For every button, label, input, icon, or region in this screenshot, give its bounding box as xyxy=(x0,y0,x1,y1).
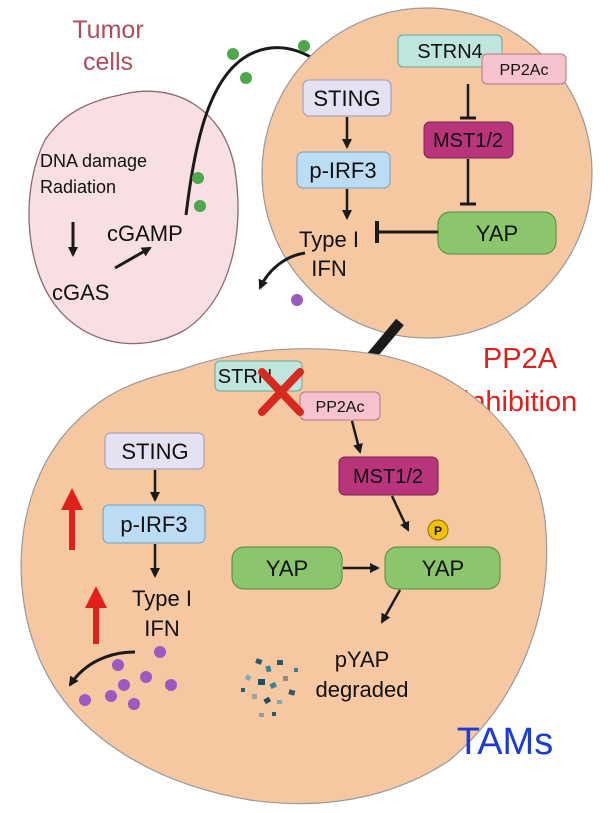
pirf3-label-bottom: p-IRF3 xyxy=(120,512,187,537)
cgamp-dot xyxy=(194,200,206,212)
strn4-label-top: STRN4 xyxy=(417,41,483,63)
yap-label-left: YAP xyxy=(266,556,308,581)
ifn-label-top-line1: Type I xyxy=(299,227,359,252)
ifn-dot xyxy=(112,659,124,671)
sting-box-top xyxy=(302,79,392,117)
ifn-dot xyxy=(79,694,91,706)
ifn-dot xyxy=(291,294,303,306)
yap-label-right: YAP xyxy=(422,556,464,581)
pyap-label-line1: pYAP xyxy=(335,647,390,672)
cgamp-dot xyxy=(227,48,239,60)
phosphate-badge-label: P xyxy=(434,524,442,538)
tumor-title-line1: Tumor xyxy=(72,16,143,44)
strn-box-bottom xyxy=(214,360,303,392)
cgamp-dot xyxy=(240,72,252,84)
pirf3-box-bottom xyxy=(102,504,206,544)
cgamp-label: cGAMP xyxy=(107,221,183,246)
mst-label-bottom: MST1/2 xyxy=(353,466,423,488)
ifn-dot xyxy=(105,690,117,702)
cgamp-export-arrow xyxy=(184,46,330,216)
pp2ac-box-top xyxy=(481,53,567,85)
cgamp-dot xyxy=(192,172,204,184)
yap-label-top: YAP xyxy=(476,221,518,246)
ifn-dot xyxy=(165,679,177,691)
upregulation-arrowhead-pirf3 xyxy=(61,488,83,510)
ifn-dot xyxy=(154,646,166,658)
ifn-dot xyxy=(118,679,130,691)
pp2ac-label-top: PP2Ac xyxy=(500,62,549,79)
sting-box-bottom xyxy=(104,432,205,470)
mst-label-top: MST1/2 xyxy=(433,130,503,152)
radiation-label: Radiation xyxy=(40,177,116,197)
mst-to-yap-arrow xyxy=(390,495,410,532)
cgamp-dot xyxy=(298,40,310,52)
dna-damage-label: DNA damage xyxy=(40,151,147,171)
ifn-secretion-arrow-top xyxy=(258,251,306,290)
sting-label-bottom: STING xyxy=(121,439,188,464)
pp2ac-box-bottom xyxy=(299,391,381,421)
phosphate-badge xyxy=(427,519,449,541)
degraded-fragments xyxy=(241,658,298,717)
mst-box-bottom xyxy=(338,456,439,496)
pirf3-label-top: p-IRF3 xyxy=(309,158,376,183)
pirf3-box-top xyxy=(296,151,391,189)
inhibition-cross-stroke-b xyxy=(258,368,304,416)
yap-box-left xyxy=(231,546,343,590)
yap-box-right xyxy=(384,546,501,590)
ifn-dot xyxy=(128,698,140,710)
tumor-title-line2: cells xyxy=(83,48,133,76)
ifn-dot xyxy=(140,671,152,683)
ifn-label-bottom-line2: IFN xyxy=(144,616,179,641)
ifn-label-bottom-line1: Type I xyxy=(132,586,192,611)
upregulation-arrowhead-ifn xyxy=(85,586,107,608)
pyap-label-line2: degraded xyxy=(316,677,409,702)
tams-title: TAMs xyxy=(457,721,553,763)
yap-to-degraded-arrow xyxy=(380,589,402,624)
sting-label-top: STING xyxy=(313,86,380,111)
mst-box-top xyxy=(423,121,514,159)
pp2ac-to-mst-arrow xyxy=(350,420,363,454)
ifn-secretion-arrow-bottom xyxy=(68,650,136,687)
cgas-to-cgamp-arrow xyxy=(114,246,152,270)
cgas-label: cGAS xyxy=(52,280,109,305)
tumor-cell xyxy=(28,90,239,345)
ifn-label-top-line2: IFN xyxy=(311,256,346,281)
pp2a-inhibition-label-line1: PP2A xyxy=(483,343,558,375)
pp2ac-label-bottom: PP2Ac xyxy=(316,399,365,416)
strn4-box-top xyxy=(397,34,503,68)
